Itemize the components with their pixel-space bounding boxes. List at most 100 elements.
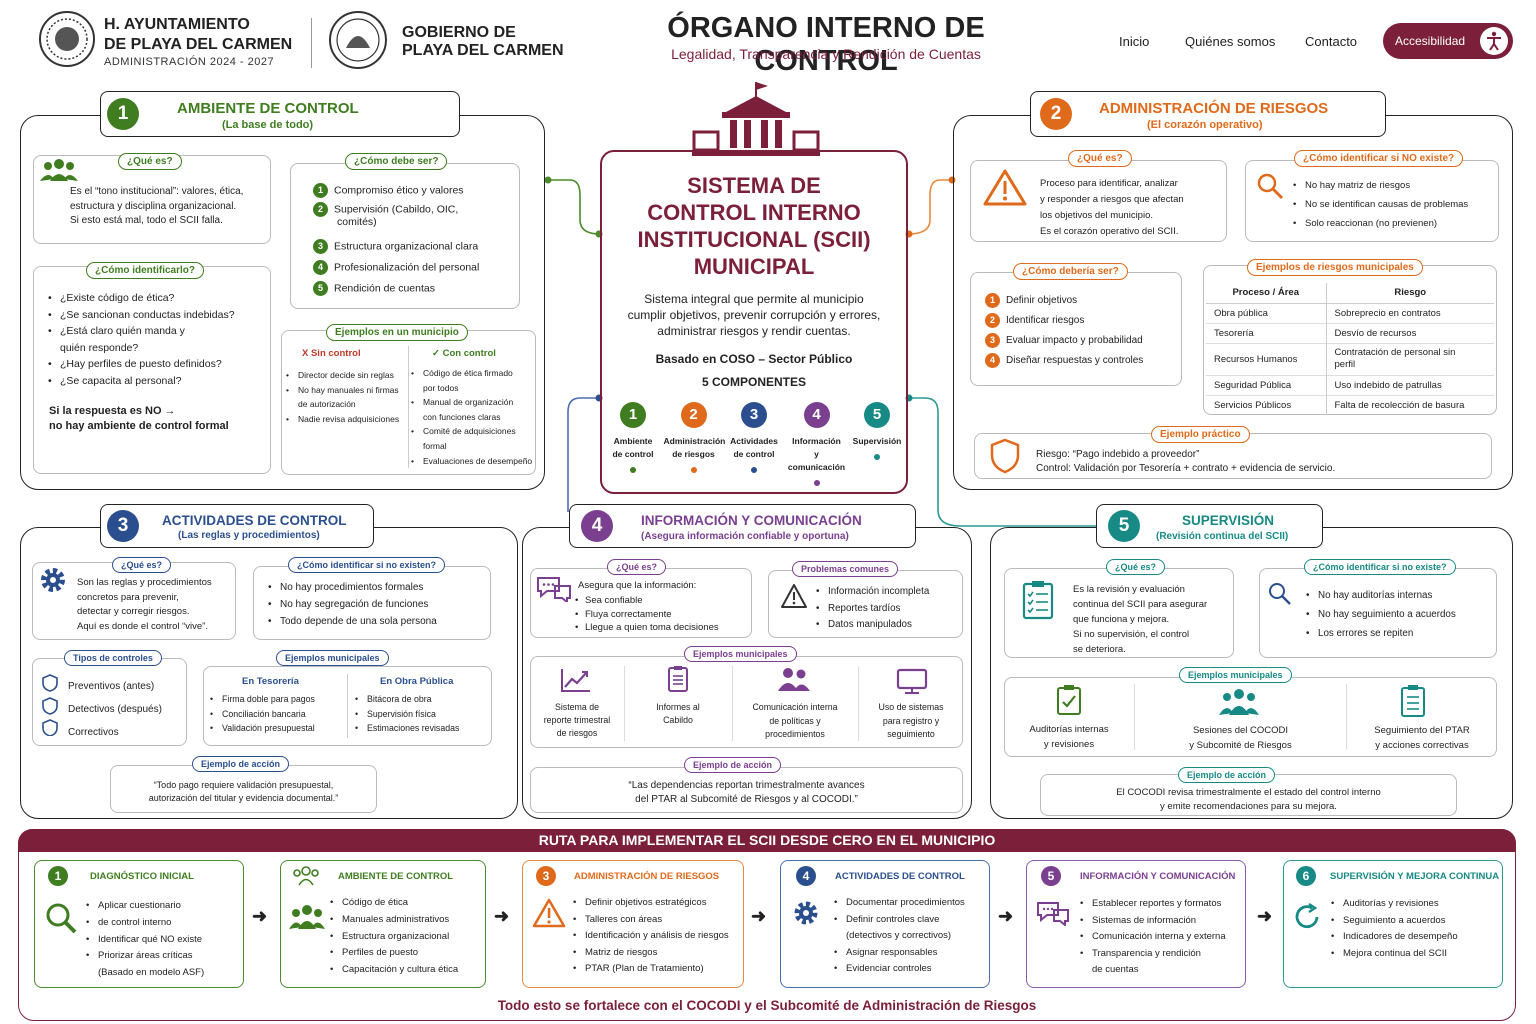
search-icon [1269,583,1291,605]
ruta-step-3-title: ADMINISTRACIÓN DE RIESGOS [574,871,720,882]
org1-line1: H. AYUNTAMIENTO [104,16,250,33]
c1-ident-list: ¿Existe código de ética?¿Se sancionan co… [46,290,235,389]
c4-accion-box [530,767,963,813]
ruta-banner [18,829,1516,852]
org2-line1: GOBIERNO DE [402,24,516,41]
ruta-step-4-list: Documentar procedimientosDefinir control… [832,895,965,978]
c1-como-box [290,163,520,309]
c4-accion-title: Ejemplo de acción [684,757,782,773]
ruta-step-5-number: 5 [1041,866,1061,886]
component-5: 5 Supervisión [849,402,905,482]
gobierno-seal-icon [329,11,387,69]
c3-tipos-list: Preventivos (antes)Detectivos (después)C… [68,681,162,738]
arrow-icon: ➜ [252,906,268,926]
ruta-step-4-number: 4 [796,866,816,886]
c3-obra-list: Bitácora de obraSupervisión físicaEstima… [353,692,459,736]
c4-prob-list: Información incompletaReportes tardíosDa… [814,584,929,634]
government-building-icon [692,82,820,156]
component-1-number: 1 [620,402,646,428]
nav-contacto[interactable]: Contacto [1305,34,1358,49]
center-title-l4: MUNICIPAL [693,254,815,279]
center-title-l1: SISTEMA DE [687,173,821,198]
c3-accion-title: Ejemplo de acción [192,756,290,772]
c5-ejemplos-title: Ejemplos municipales [1179,667,1292,683]
warning-icon [532,898,566,928]
c4-title: INFORMACIÓN Y COMUNICACIÓN [641,513,862,528]
c2-deb-box [970,272,1182,386]
team-icon [1219,689,1259,715]
monitor-icon [896,668,928,694]
c4-ejemplos-title: Ejemplos municipales [684,646,797,662]
gear-icon [794,901,818,925]
warning-icon [781,584,807,608]
ayuntamiento-seal-icon [39,11,95,67]
c1-subtitle: (La base de todo) [222,119,314,131]
ruta-step-3-list: Definir objetivos estratégicosTalleres c… [571,895,729,978]
ruta-step-2-title: AMBIENTE DE CONTROL [338,871,454,882]
c5-subtitle: (Revisión continua del SCII) [1156,531,1289,542]
c1-sin-control: X Sin control [302,348,361,359]
shield-icons [42,674,58,736]
c1-que-text: Es el “tono institucional”: valores, éti… [70,186,244,226]
c3-ejemplos-title: Ejemplos municipales [276,650,389,666]
accessibility-button[interactable]: Accesibilidad [1383,23,1513,59]
people-icon [40,159,78,181]
c3-header [100,504,374,548]
ruta-step-1-number: 1 [48,866,68,886]
center-desc-l1: Sistema integral que permite al municipi… [644,292,864,306]
arrow-icon: ➜ [751,906,767,926]
c2-title: ADMINISTRACIÓN DE RIESGOS [1099,100,1329,117]
center-basis: Basado en COSO – Sector Público [655,352,853,366]
c2-header [1030,91,1386,137]
nav-quienes-somos[interactable]: Quiénes somos [1185,34,1276,49]
ruta-step-1-title: DIAGNÓSTICO INICIAL [90,871,194,882]
c3-accion-box [110,765,377,813]
team-icon [778,668,810,691]
ruta-step-1-list: Aplicar cuestionariode control internoId… [84,898,204,982]
c5-noex-title: ¿Cómo identificar si no existe? [1304,559,1456,575]
c3-title: ACTIVIDADES DE CONTROL [162,513,347,528]
center-title: SISTEMA DE CONTROL INTERNO INSTITUCIONAL… [600,172,908,280]
c3-tipos-box [32,658,187,746]
c5-noex-list: No hay auditorías internasNo hay seguimi… [1304,586,1456,643]
ruta-step-6-list: Auditorías y revisionesSeguimiento a acu… [1329,896,1458,962]
c3-noex-list: No hay procedimientos formalesNo hay seg… [266,579,437,630]
c1-con-control: ✓ Con control [432,348,496,359]
c1-ident-note: Si la respuesta es NO →no hay ambiente d… [49,405,229,432]
nav-inicio[interactable]: Inicio [1119,34,1150,49]
center-desc-l2: cumplir objetivos, prevenir corrupción y… [627,308,881,322]
c1-number: 1 [107,98,139,130]
c2-noex-list: No hay matriz de riesgosNo se identifica… [1291,176,1468,233]
component-4-number: 4 [803,402,830,428]
center-components-title: 5 COMPONENTES [701,375,806,389]
page-subtitle: Legalidad, Transparencia y Rendición de … [671,46,981,62]
c1-ejemplos-title: Ejemplos en un municipio [326,324,468,341]
org1-line3: ADMINISTRACIÓN 2024 - 2027 [104,56,275,68]
people-outline-icon [293,866,319,886]
magnifier-icon [46,903,77,934]
c4-header [569,504,916,548]
checklist-icon [1401,685,1425,717]
c2-subtitle: (El corazón operativo) [1147,119,1263,131]
c4-accion-text: “Las dependencias reportan trimestralmen… [628,780,865,805]
c2-noex-title: ¿Cómo identificar si NO existe? [1294,150,1464,167]
c2-practice-title: Ejemplo práctico [1151,426,1250,443]
ruta-footer: Todo esto se fortalece con el COCODI y e… [497,998,1037,1013]
ruta-step-6-title: SUPERVISIÓN Y MEJORA CONTINUA [1330,871,1500,882]
